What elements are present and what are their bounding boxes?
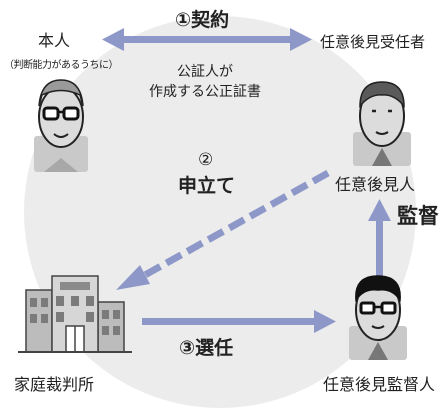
principal-avatar [34, 79, 88, 172]
supervisor-label: 任意後見監督人 [323, 375, 436, 394]
step-petition-label: 申立て [178, 175, 236, 197]
petition-arrow [116, 169, 330, 290]
step-appointment-label: ③選任 [179, 337, 234, 359]
notary-note: 公証人が 作成する公正証書 [140, 62, 270, 103]
court-building-icon [18, 275, 132, 353]
notary-note-line2: 作成する公正証書 [149, 84, 261, 101]
supervisor-avatar [349, 275, 407, 360]
supervision-arrow [368, 199, 391, 276]
step-contract-label: ①契約 [175, 9, 230, 31]
step-petition-number: ② [198, 150, 214, 170]
notary-note-line1: 公証人が [177, 64, 233, 80]
guardian-candidate-label: 任意後見受任者 [320, 33, 426, 51]
principal-note: （判断能力があるうちに） [4, 60, 119, 71]
principal-label: 本人 [38, 31, 71, 50]
family-court-label: 家庭裁判所 [14, 375, 95, 394]
guardian-label: 任意後見人 [335, 175, 416, 194]
appointment-arrow [142, 310, 336, 333]
contract-arrow [102, 28, 312, 51]
guardian-avatar [353, 81, 411, 166]
step-supervision-label: 監督 [397, 204, 439, 228]
